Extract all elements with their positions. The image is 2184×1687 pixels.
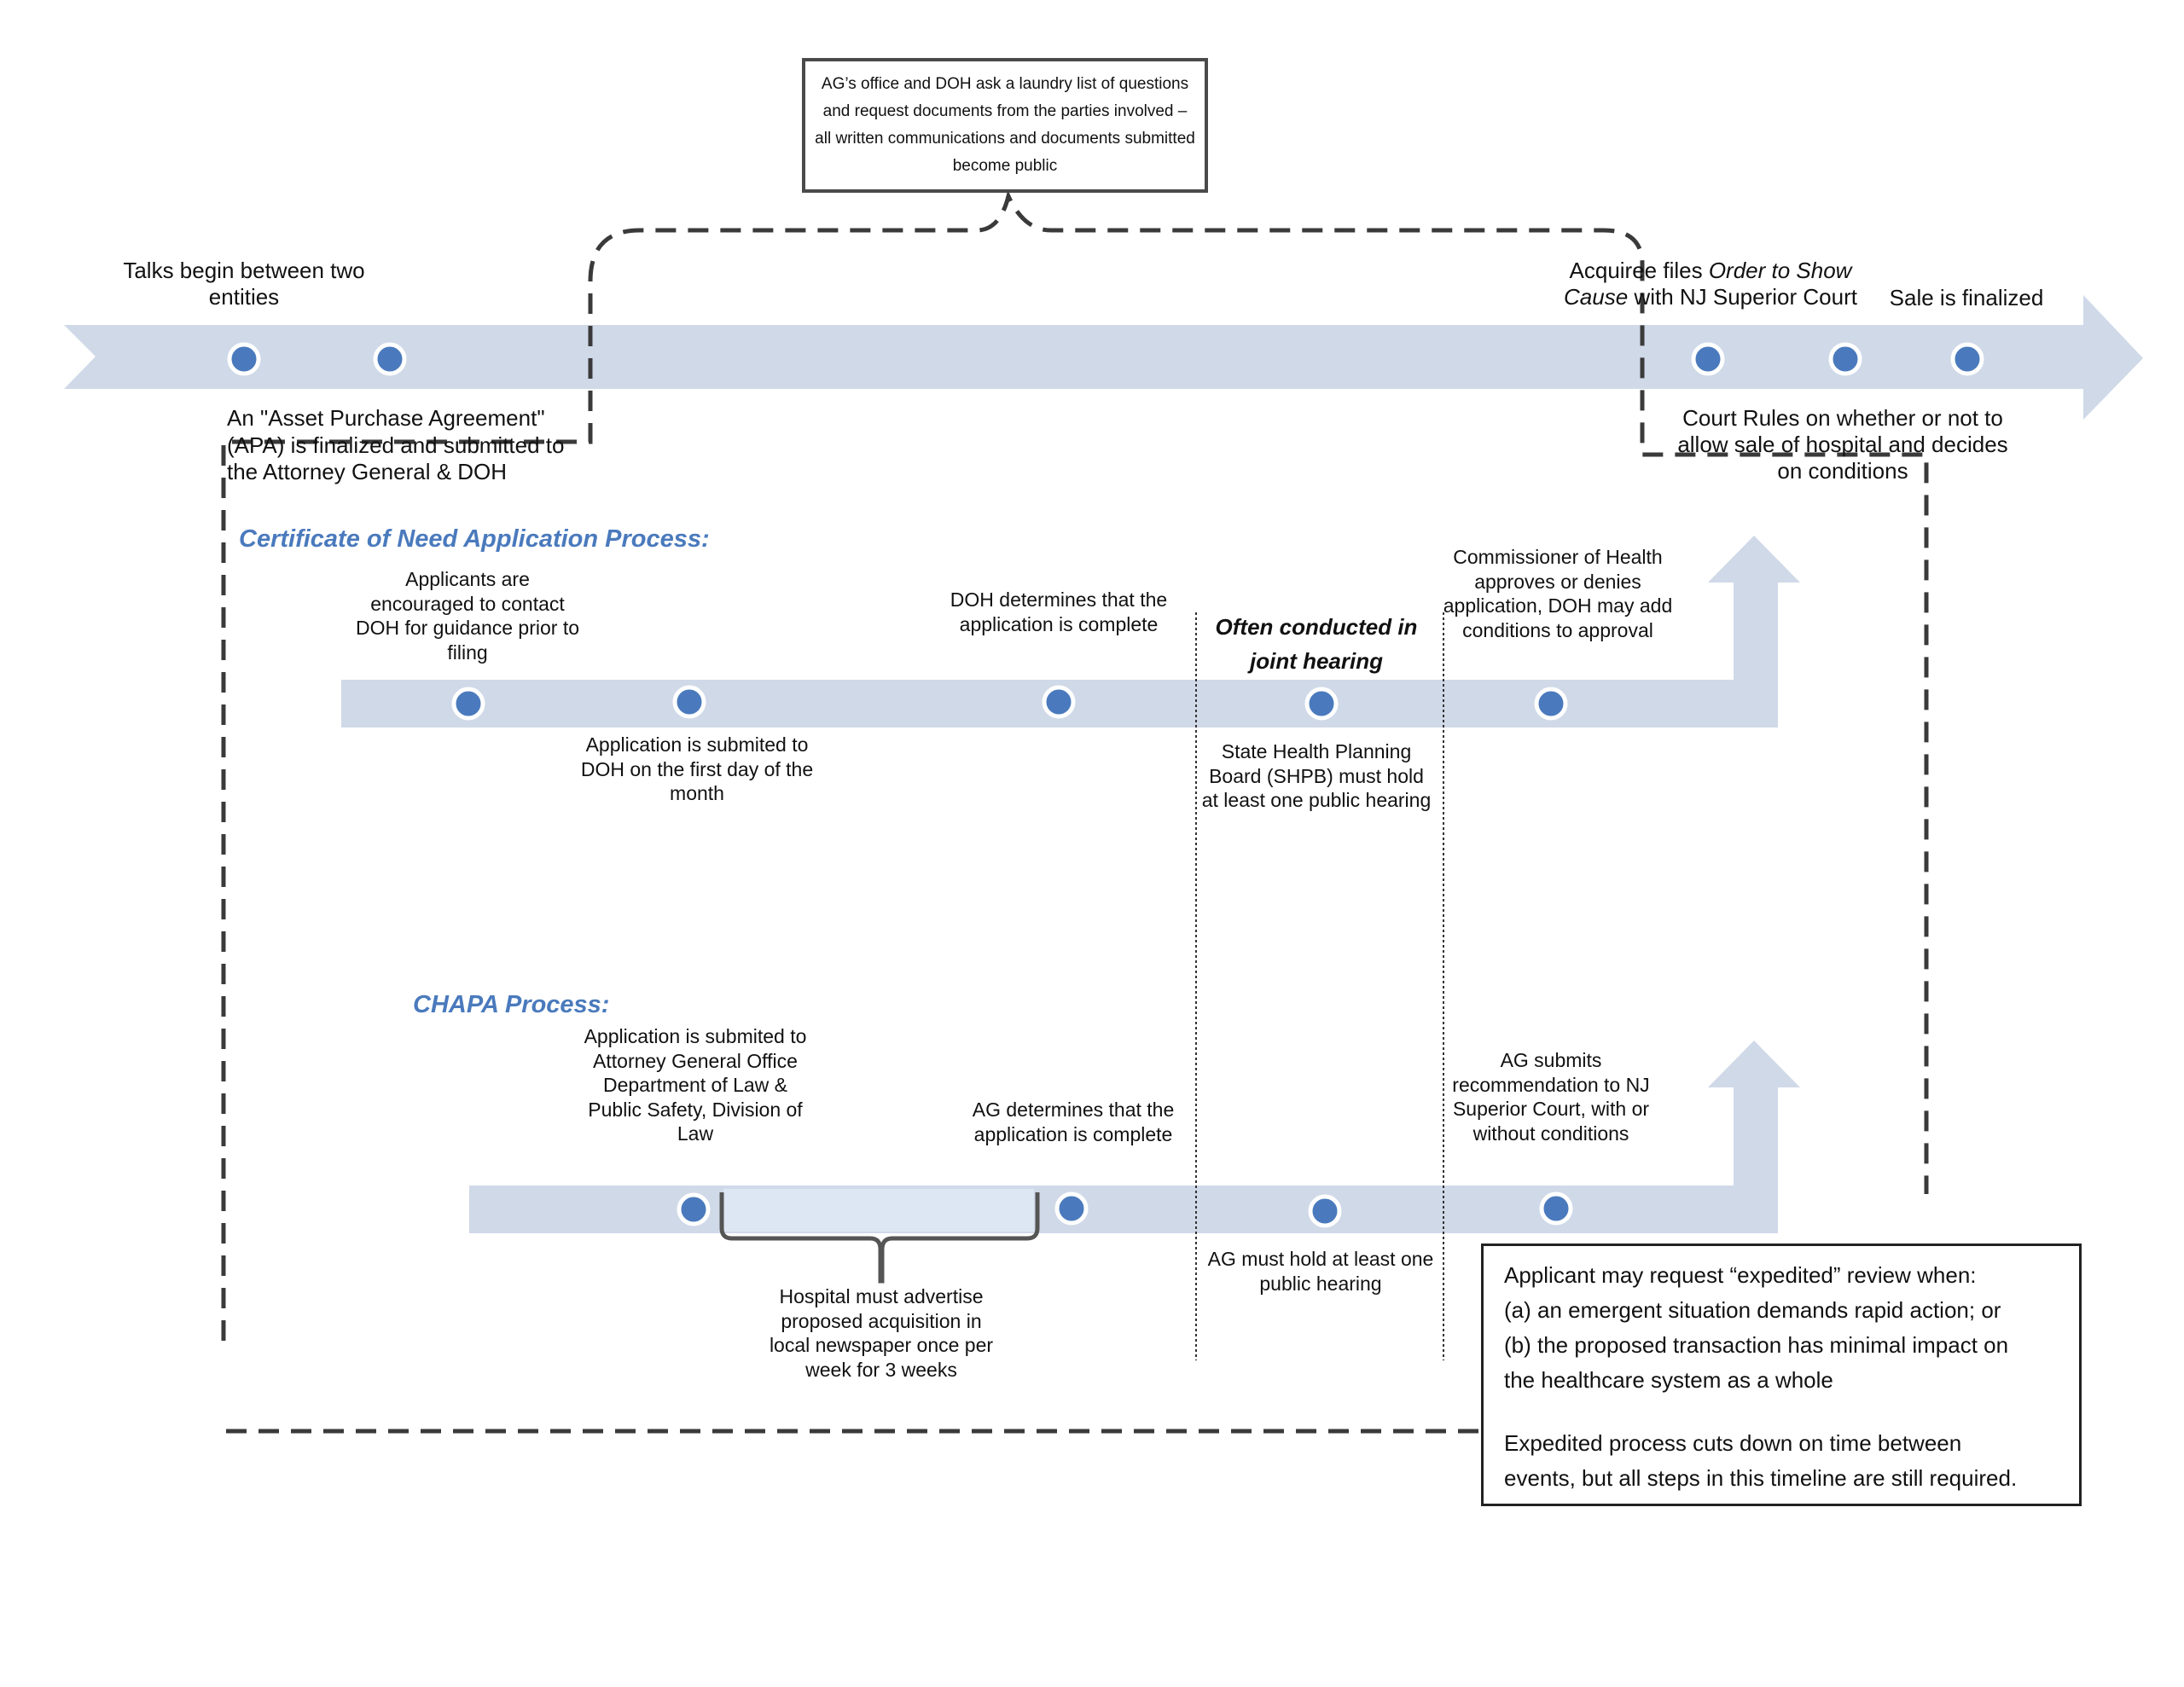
milestone-dot-order-to-show-cause: [1691, 342, 1725, 376]
chapa-dot-ag-recommendation: [1539, 1191, 1573, 1226]
label-talks-begin: Talks begin between two entities: [123, 258, 365, 310]
con-dot-commissioner: [1534, 687, 1568, 721]
expedited-line: Expedited process cuts down on time betw…: [1504, 1430, 1962, 1456]
label-order-to-show-cause: Acquiree files Order to Show Cause with …: [1553, 258, 1868, 310]
con-dot-shpb-hearing: [1304, 687, 1339, 721]
milestone-dot-sale-finalized: [1950, 342, 1984, 376]
heading-con-process: Certificate of Need Application Process:: [239, 525, 710, 553]
label-court-rules: Court Rules on whether or not to allow s…: [1677, 405, 2008, 484]
public-communications-callout: AG’s office and DOH ask a laundry list o…: [802, 58, 1208, 193]
chapa-timeline-dots: [677, 1191, 1573, 1228]
order-italic: Order to Show Cause: [1564, 258, 1852, 310]
expedited-paragraph-criteria: Applicant may request “expedited” review…: [1504, 1258, 2059, 1398]
label-contact-doh: Applicants are encouraged to contact DOH…: [355, 568, 580, 664]
label-ag-complete: AG determines that the application is co…: [972, 1099, 1175, 1145]
label-joint-hearing: Often conducted in joint hearing: [1215, 614, 1418, 674]
label-commissioner-approves: Commissioner of Health approves or denie…: [1443, 546, 1673, 641]
con-dot-application-submitted: [672, 685, 706, 719]
advertising-brace: [719, 1192, 1040, 1284]
callout-text: AG’s office and DOH ask a laundry list o…: [815, 75, 1195, 175]
main-timeline-dots: [227, 342, 1984, 376]
order-prefix: Acquiree files: [1569, 258, 1709, 283]
chapa-dot-ag-hearing: [1308, 1194, 1342, 1228]
label-apa-finalized: An "Asset Purchase Agreement" (APA) is f…: [227, 405, 565, 484]
expedited-line: (b) the proposed transaction has minimal…: [1504, 1332, 2009, 1358]
order-suffix: with NJ Superior Court: [1628, 284, 1857, 310]
label-sale-finalized: Sale is finalized: [1889, 285, 2044, 310]
heading-chapa-process: CHAPA Process:: [413, 991, 610, 1018]
expedited-line: Applicant may request “expedited” review…: [1504, 1262, 1977, 1288]
con-dot-contact-doh: [451, 687, 485, 721]
label-doh-complete: DOH determines that the application is c…: [950, 588, 1168, 635]
expedited-line: (a) an emergent situation demands rapid …: [1504, 1297, 2001, 1323]
label-ag-hearing: AG must hold at least one public hearing: [1207, 1248, 1434, 1295]
main-timeline-arrow: [64, 295, 2143, 420]
chapa-timeline-arrow: [469, 1041, 1800, 1233]
label-hospital-advertise: Hospital must advertise proposed acquisi…: [769, 1285, 994, 1381]
con-timeline-dots: [451, 685, 1568, 721]
expedited-line: events, but all steps in this timeline a…: [1504, 1465, 2018, 1491]
public-communications-bracket: [221, 189, 1929, 1341]
con-timeline-arrow: [341, 536, 1800, 728]
chapa-dot-submitted-ag: [677, 1192, 711, 1226]
con-dot-doh-complete: [1042, 685, 1076, 719]
label-application-submitted-doh: Application is submited to DOH on the fi…: [580, 733, 814, 804]
label-submitted-ag: Application is submited to Attorney Gene…: [584, 1025, 807, 1145]
expedited-paragraph-note: Expedited process cuts down on time betw…: [1504, 1426, 2059, 1496]
milestone-dot-court-rules: [1828, 342, 1862, 376]
expedited-review-box: Applicant may request “expedited” review…: [1481, 1244, 2082, 1506]
expedited-line: the healthcare system as a whole: [1504, 1367, 1833, 1393]
label-ag-recommendation: AG submits recommendation to NJ Superior…: [1452, 1049, 1650, 1145]
chapa-dot-ag-complete: [1054, 1191, 1089, 1226]
milestone-dot-talks: [227, 342, 261, 376]
advertising-interval: [723, 1189, 1034, 1232]
milestone-dot-apa: [373, 342, 407, 376]
label-shpb-hearing: State Health Planning Board (SHPB) must …: [1201, 740, 1432, 811]
